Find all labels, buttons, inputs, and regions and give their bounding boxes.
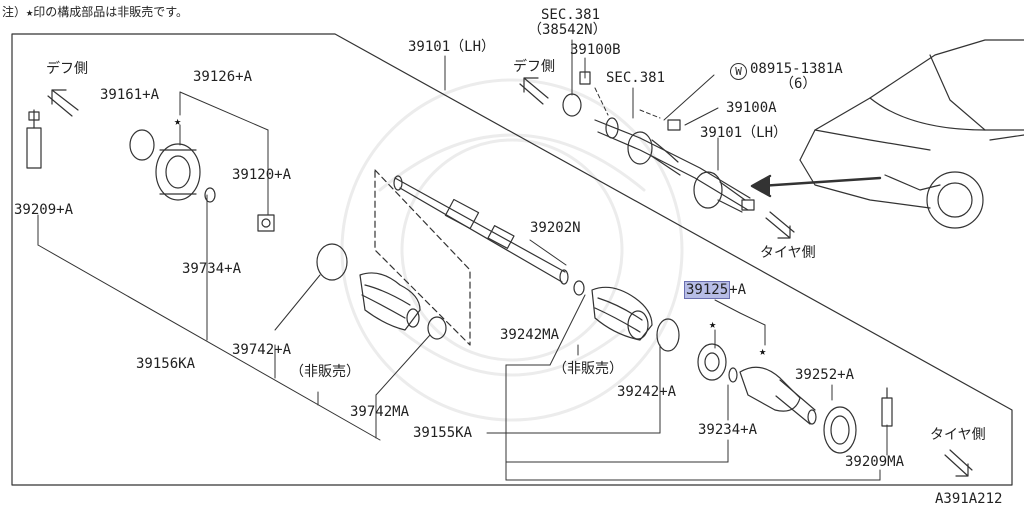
watermark bbox=[340, 78, 684, 422]
part-label-38542n[interactable]: （38542N） bbox=[528, 22, 607, 38]
ring-39234 bbox=[728, 367, 738, 383]
not-for-sale-label-left: （非販売） bbox=[290, 364, 360, 380]
note-not-for-sale: 注）★印の構成部品は非販売です。 bbox=[2, 5, 189, 19]
part-label-39742ma[interactable]: 39742MA bbox=[350, 404, 410, 420]
part-label-39202n[interactable]: 39202N bbox=[530, 220, 581, 236]
clamp-39242a bbox=[656, 318, 680, 352]
clamp-39742a bbox=[316, 243, 348, 281]
section-label-381-top[interactable]: SEC.381 bbox=[541, 7, 601, 23]
shaft-39202n bbox=[393, 175, 569, 285]
part-label-39161[interactable]: 39161+A bbox=[100, 87, 160, 103]
assembly-outline bbox=[11, 33, 1013, 486]
diff-side-arrow-mid bbox=[519, 77, 549, 105]
part-label-08915[interactable]: 08915-1381A bbox=[750, 61, 843, 77]
dashed-enclosure bbox=[374, 169, 471, 346]
part-label-39734[interactable]: 39734+A bbox=[182, 261, 242, 277]
shaft-39209ma bbox=[881, 387, 893, 427]
part-label-39234[interactable]: 39234+A bbox=[698, 422, 758, 438]
not-for-sale-star-39126: ★ bbox=[174, 114, 182, 128]
locator-arrow bbox=[750, 174, 882, 198]
outer-joint bbox=[739, 366, 817, 425]
part-label-39242a[interactable]: 39242+A bbox=[617, 384, 677, 400]
part-label-39242ma[interactable]: 39242MA bbox=[500, 327, 560, 343]
part-label-39125[interactable]: 39125+A bbox=[683, 281, 747, 299]
part-label-39125-suffix: +A bbox=[729, 282, 747, 298]
leader-lines-left bbox=[37, 91, 431, 441]
part-label-39101lh-top[interactable]: 39101（LH） bbox=[408, 39, 496, 55]
tire-side-arrow-upper bbox=[765, 211, 795, 239]
clip-39120 bbox=[257, 214, 275, 232]
not-for-sale-star-39125a: ★ bbox=[709, 317, 717, 331]
seal-39252 bbox=[823, 406, 857, 454]
part-label-39155ka[interactable]: 39155KA bbox=[413, 425, 473, 441]
leader-lines-center bbox=[486, 239, 888, 481]
part-label-39120[interactable]: 39120+A bbox=[232, 167, 292, 183]
part-label-39742a[interactable]: 39742+A bbox=[232, 342, 292, 358]
cap-39161 bbox=[129, 129, 155, 161]
boot-center bbox=[591, 286, 653, 341]
part-label-39156ka[interactable]: 39156KA bbox=[136, 356, 196, 372]
vehicle-outline bbox=[799, 39, 1024, 229]
shaft-39209 bbox=[26, 109, 42, 169]
ring-39734 bbox=[204, 187, 216, 203]
upper-shaft-assembly bbox=[562, 71, 755, 213]
part-label-39126[interactable]: 39126+A bbox=[193, 69, 253, 85]
part-label-39252[interactable]: 39252+A bbox=[795, 367, 855, 383]
part-label-39125-highlight[interactable]: 39125 bbox=[683, 281, 731, 299]
tire-side-label-upper: タイヤ側 bbox=[760, 245, 816, 261]
diff-side-arrow-left bbox=[47, 89, 79, 117]
part-label-39100a[interactable]: 39100A bbox=[726, 100, 777, 116]
bearing-39125 bbox=[697, 343, 727, 381]
figure-id: A391A212 bbox=[935, 491, 1003, 507]
part-label-39209[interactable]: 39209+A bbox=[14, 202, 74, 218]
boot-left bbox=[359, 272, 421, 331]
housing-39126 bbox=[155, 143, 201, 201]
part-label-08915-qty: （6） bbox=[780, 76, 817, 92]
tire-side-arrow-lower bbox=[944, 449, 973, 477]
ring-center bbox=[573, 280, 585, 296]
section-label-381-mid[interactable]: SEC.381 bbox=[606, 70, 666, 86]
part-label-39101lh-mid[interactable]: 39101（LH） bbox=[700, 125, 788, 141]
leader-lines-upper bbox=[444, 39, 719, 171]
clamp-39742ma bbox=[427, 316, 447, 340]
not-for-sale-label-center: （非販売） bbox=[553, 361, 623, 377]
not-for-sale-star-39125b: ★ bbox=[759, 344, 767, 358]
tire-side-label-lower: タイヤ側 bbox=[930, 427, 986, 443]
diff-side-label-mid: デフ側 bbox=[513, 59, 555, 75]
part-label-39100b[interactable]: 39100B bbox=[570, 42, 621, 58]
washer-symbol: W bbox=[730, 63, 747, 80]
diff-side-label-left: デフ側 bbox=[46, 61, 88, 77]
part-label-39209ma[interactable]: 39209MA bbox=[845, 454, 905, 470]
